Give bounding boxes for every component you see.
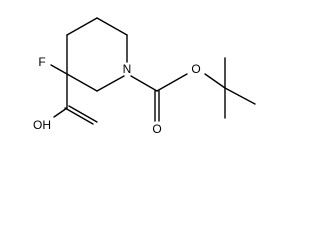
ring-nitrogen-atom-label: N: [123, 62, 132, 76]
bond-carboxyl-double-o-a: [64, 107, 94, 125]
ring-bond-c2-c3: [66, 73, 98, 92]
bond-boc-carbonyl-ester-o: [156, 73, 188, 92]
ring-bond-c4-c5: [66, 17, 98, 36]
ester-oxygen-atom-label: O: [191, 62, 200, 76]
ring-bond-n1-c2: [96, 75, 125, 92]
bond-carboxyl-double-o-b: [68, 105, 98, 123]
bond-n1-boc-carbonyl: [130, 75, 158, 92]
bond-c3-fluorine: [50, 64, 68, 75]
piperidine-ring: [66, 17, 128, 92]
fluorine-atom-label: F: [38, 55, 45, 69]
bond-carboxyl-hydroxyl: [53, 107, 68, 118]
bond-ester-o-quaternary-c: [204, 73, 226, 89]
carbonyl-oxygen-atom-label: O: [152, 122, 161, 136]
acid-hydroxyl-label: OH: [33, 118, 51, 132]
ring-bond-c5-c6: [96, 17, 128, 36]
molecule-structure: F N O O OH: [33, 17, 256, 136]
bond-tbutyl-methyl-right: [224, 87, 256, 105]
